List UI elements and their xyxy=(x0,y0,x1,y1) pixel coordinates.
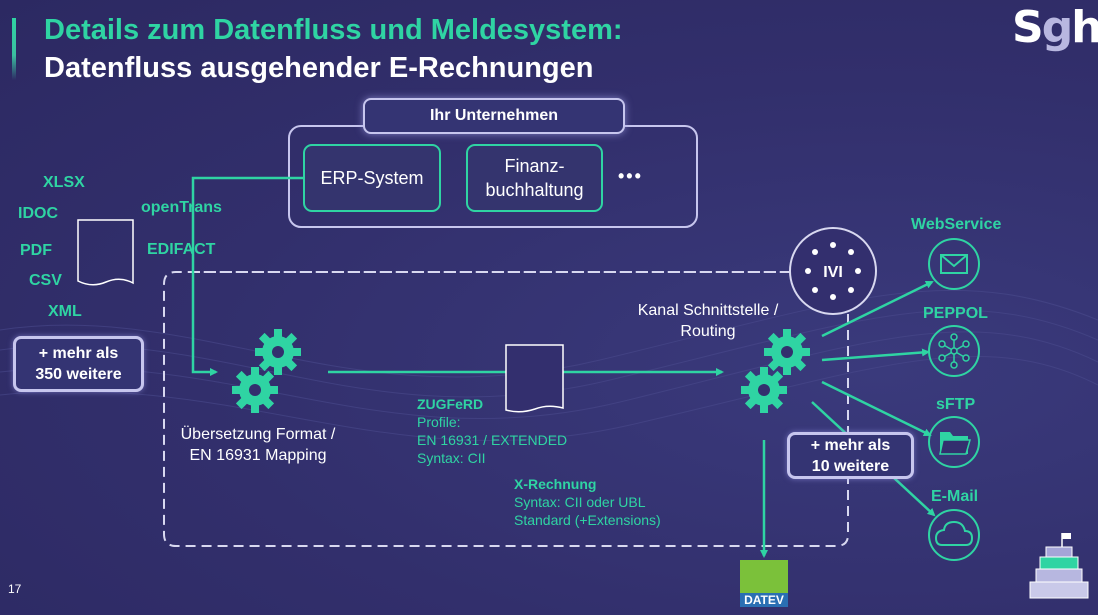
datev-logo: DATEV xyxy=(740,560,788,607)
ivi-badge-icon: IVI xyxy=(789,227,877,315)
logo-part-h: h xyxy=(1071,2,1098,53)
sgh-logo: Sgh xyxy=(1012,2,1098,53)
format-xml: XML xyxy=(48,303,82,320)
title-line-2: Datenfluss ausgehender E-Rechnungen xyxy=(44,52,594,84)
finanzbuchhaltung-box: Finanz- buchhaltung xyxy=(466,144,603,212)
more-inputs-box: + mehr als 350 weitere xyxy=(13,336,144,392)
channel-line1: Kanal Schnittstelle / xyxy=(637,302,779,319)
output-arrows xyxy=(811,280,936,517)
logo-part-s: S xyxy=(1012,2,1044,53)
xrechnung-title: X-Rechnung xyxy=(514,476,597,492)
document-icon xyxy=(77,219,134,286)
format-edifact: EDIFACT xyxy=(147,241,216,258)
more-inputs-line2: 350 weitere xyxy=(35,366,122,383)
more-outputs-line1: + mehr als xyxy=(810,436,891,454)
output-peppol-label: PEPPOL xyxy=(923,305,988,322)
title-line-1: Details zum Datenfluss und Meldesystem: xyxy=(44,14,623,46)
more-inputs-line1: + mehr als xyxy=(38,345,119,362)
zugferd-title: ZUGFeRD xyxy=(417,396,484,412)
xrechnung-block: X-Rechnung Syntax: CII oder UBL Standard… xyxy=(514,475,661,529)
ivi-badge-label: IVI xyxy=(823,264,843,281)
output-webservice-label: WebService xyxy=(911,216,1002,233)
format-idoc: IDOC xyxy=(18,205,58,222)
xrechnung-syntax: Syntax: CII oder UBL xyxy=(514,494,646,510)
zugferd-syntax: Syntax: CII xyxy=(417,450,486,466)
format-csv: CSV xyxy=(29,272,62,289)
format-xlsx: XLSX xyxy=(43,174,85,191)
gear-icon-translation xyxy=(232,329,301,413)
zugferd-block: ZUGFeRD Profile: EN 16931 / EXTENDED Syn… xyxy=(417,395,567,467)
finanz-line1: Finanz- xyxy=(504,156,565,176)
format-opentrans: openTrans xyxy=(141,199,222,216)
more-outputs-line2: 10 weitere xyxy=(811,457,890,475)
staircase-flag-icon xyxy=(1029,533,1089,599)
channel-line2: Routing xyxy=(680,323,736,340)
erp-system-label: ERP-System xyxy=(320,168,424,188)
output-sftp-label: sFTP xyxy=(936,396,976,413)
datev-label: DATEV xyxy=(740,593,788,607)
background-waves xyxy=(0,289,1098,442)
logo-part-g: g xyxy=(1041,2,1073,53)
output-email-label: E-Mail xyxy=(931,488,979,505)
cloud-icon xyxy=(928,509,980,561)
finanz-line2: buchhaltung xyxy=(485,180,584,200)
title-accent-bar xyxy=(12,18,16,80)
gear-icon-routing xyxy=(741,329,810,413)
network-icon xyxy=(928,325,980,377)
zugferd-profile: Profile: xyxy=(417,414,461,430)
invoice-document-icon xyxy=(505,344,564,413)
translation-line2: EN 16931 Mapping xyxy=(189,447,327,464)
erp-system-box: ERP-System xyxy=(303,144,441,212)
translation-label: Übersetzung Format / EN 16931 Mapping xyxy=(168,424,348,466)
more-systems-ellipsis: ••• xyxy=(618,166,643,186)
company-label: Ihr Unternehmen xyxy=(429,107,558,124)
envelope-icon xyxy=(928,238,980,290)
company-label-box: Ihr Unternehmen xyxy=(363,98,625,134)
format-pdf: PDF xyxy=(20,242,52,259)
translation-line1: Übersetzung Format / xyxy=(180,426,336,443)
page-number: 17 xyxy=(8,582,22,596)
folder-icon xyxy=(928,416,980,468)
zugferd-en16931: EN 16931 / EXTENDED xyxy=(417,432,568,448)
more-outputs-box: + mehr als 10 weitere xyxy=(787,432,914,479)
erp-to-translation-line xyxy=(191,176,303,376)
processing-region xyxy=(163,271,870,547)
xrechnung-standard: Standard (+Extensions) xyxy=(514,512,661,528)
channel-label: Kanal Schnittstelle / Routing xyxy=(628,300,788,342)
